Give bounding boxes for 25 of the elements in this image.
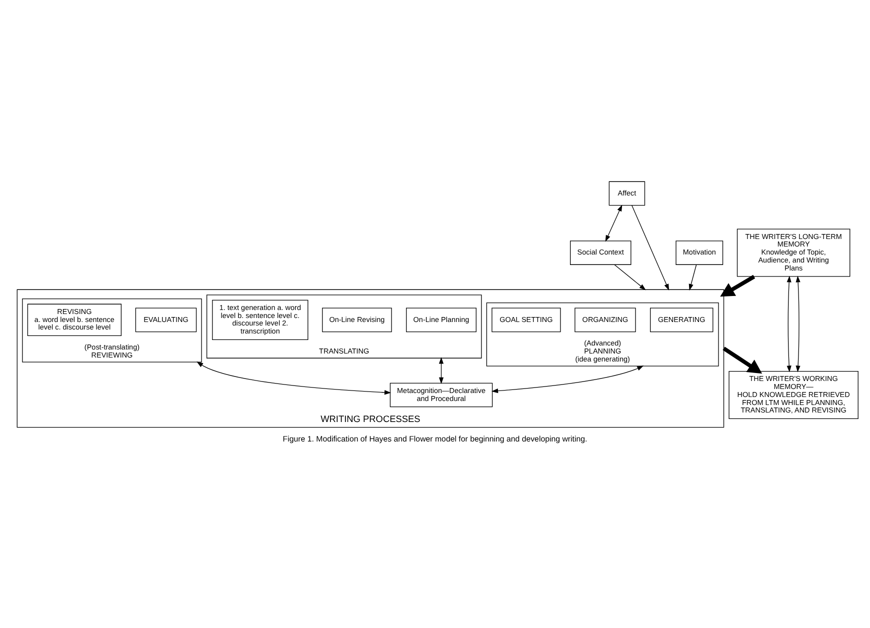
- node-box: On-Line Revising: [322, 308, 392, 332]
- arrow: [614, 264, 646, 290]
- node-box: Motivation: [676, 240, 724, 265]
- arrow: [722, 346, 762, 374]
- node-box: THE WRITER'S WORKING MEMORY— HOLD KNOWLEDGE RETRIEVED FROM LTM WHILE PLANNING, TRANSLATING, AND REVISING: [728, 370, 858, 420]
- arrow: [632, 205, 670, 291]
- arrow: [605, 204, 622, 242]
- node-box: Affect: [608, 181, 646, 206]
- node-box: On-Line Planning: [406, 308, 476, 332]
- arrow: [196, 362, 392, 395]
- node-box: REVISING a. word level b. sentence level c. discourse level: [27, 304, 122, 336]
- node-box: GOAL SETTING: [492, 308, 561, 332]
- node-box: 1. text generation a. word level b. sentence level c. discourse level 2. transcription: [212, 300, 308, 340]
- arrow: [786, 276, 792, 372]
- arrow: [796, 276, 800, 372]
- node-box: Social Context: [570, 240, 632, 265]
- arrow: [720, 274, 756, 297]
- node-box: Metacognition—Declarative and Procedural: [390, 382, 493, 408]
- node-box: ORGANIZING: [574, 308, 636, 332]
- arrow: [438, 357, 444, 384]
- node-box: GENERATING: [650, 308, 714, 332]
- node-box: THE WRITER'S LONG-TERM MEMORY Knowledge of Topic, Audience, and Writing Plans: [736, 228, 850, 277]
- node-box: EVALUATING: [135, 308, 197, 332]
- arrow: [688, 264, 697, 291]
- arrow: [491, 366, 644, 394]
